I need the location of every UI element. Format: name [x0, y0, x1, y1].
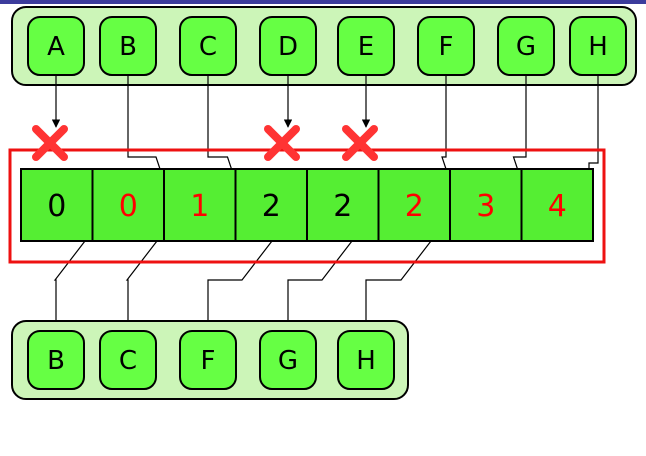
move-arrow-c [123, 240, 158, 330]
move-arrow-h [361, 240, 432, 330]
keep-line-g [512, 75, 527, 170]
index-cell-2: 1 [163, 168, 237, 242]
result-node-label: F [201, 346, 216, 376]
index-cell-1: 0 [91, 168, 165, 242]
index-cell-7: 4 [520, 168, 594, 242]
keep-line-h [588, 75, 599, 170]
removed-cross-d [264, 125, 300, 161]
source-node-label: D [278, 32, 298, 62]
result-node-b: B [27, 330, 85, 390]
index-cell-box [163, 168, 237, 242]
move-arrow-b [51, 240, 86, 330]
index-cell-box [520, 168, 594, 242]
result-node-box [259, 330, 317, 390]
source-node-e: E [337, 16, 395, 76]
source-node-g: G [497, 16, 555, 76]
index-cell-6: 3 [449, 168, 523, 242]
result-node-f: F [179, 330, 237, 390]
result-node-box [179, 330, 237, 390]
index-cell-value: 3 [476, 189, 495, 224]
result-node-label: C [119, 346, 137, 376]
index-cell-3: 2 [234, 168, 308, 242]
source-node-label: F [439, 32, 454, 62]
index-cell-value: 2 [405, 189, 424, 224]
index-cell-value: 2 [262, 189, 281, 224]
source-node-label: G [516, 32, 536, 62]
result-node-g: G [259, 330, 317, 390]
source-node-a: A [27, 16, 85, 76]
keep-line-f [441, 75, 447, 170]
source-panel [11, 6, 637, 86]
source-node-label: A [47, 32, 65, 62]
result-node-label: H [356, 346, 376, 376]
removed-cross-e [342, 125, 378, 161]
index-cell-value: 0 [119, 189, 138, 224]
index-cell-box [91, 168, 165, 242]
cross-stroke [32, 125, 68, 161]
cross-stroke [342, 125, 378, 161]
keep-line-c [207, 75, 233, 170]
index-cell-box [234, 168, 308, 242]
result-node-box [337, 330, 395, 390]
source-node-label: H [588, 32, 608, 62]
source-node-c: C [179, 16, 237, 76]
source-node-h: H [569, 16, 627, 76]
index-cell-value: 4 [548, 189, 567, 224]
index-cell-box [306, 168, 380, 242]
source-node-f: F [417, 16, 475, 76]
index-cell-5: 2 [377, 168, 451, 242]
index-cell-box [20, 168, 94, 242]
result-node-label: G [278, 346, 298, 376]
source-node-label: C [199, 32, 217, 62]
index-cell-value: 1 [190, 189, 209, 224]
top-band [0, 0, 646, 4]
keep-line-b [127, 75, 161, 170]
index-cell-4: 2 [306, 168, 380, 242]
result-node-box [27, 330, 85, 390]
result-node-c: C [99, 330, 157, 390]
move-arrow-f [203, 240, 273, 330]
index-cell-value: 2 [333, 189, 352, 224]
index-cell-value: 0 [47, 189, 66, 224]
result-node-label: B [47, 346, 65, 376]
result-node-box [99, 330, 157, 390]
index-cell-0: 0 [20, 168, 94, 242]
source-node-label: B [119, 32, 137, 62]
move-arrow-g [283, 240, 353, 330]
highlight-frame [8, 148, 606, 264]
source-node-b: B [99, 16, 157, 76]
cross-stroke [264, 125, 300, 161]
result-node-h: H [337, 330, 395, 390]
source-node-d: D [259, 16, 317, 76]
source-node-label: E [358, 32, 374, 62]
index-cell-box [377, 168, 451, 242]
removed-cross-a [32, 125, 68, 161]
